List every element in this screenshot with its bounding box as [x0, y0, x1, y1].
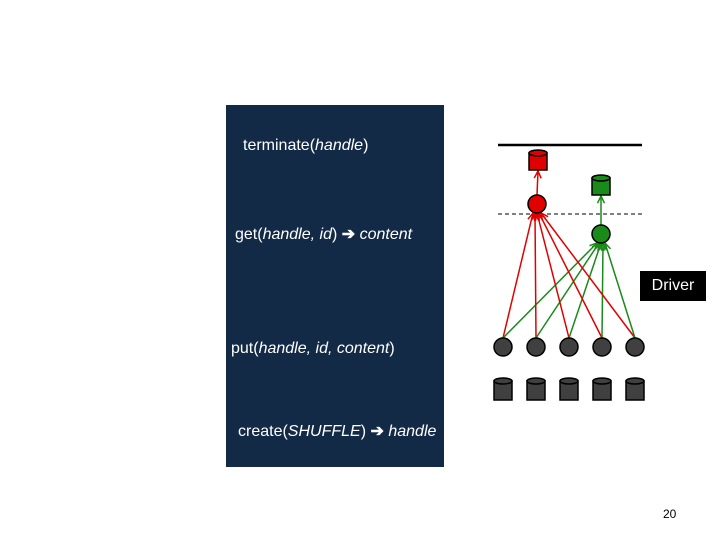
create-close: ): [360, 423, 367, 440]
shuffle-label-line-2: finishes: [640, 220, 688, 236]
page-number: 20: [663, 507, 677, 521]
green-reducer-node: [591, 224, 611, 244]
create-arg: SHUFFLE: [287, 423, 361, 440]
job-label-line-1: Job: [652, 133, 676, 149]
map-input-5: [625, 377, 645, 401]
red-link-5-line: [540, 212, 636, 339]
map-input-3-top: [559, 377, 579, 385]
red-link-2-line: [534, 212, 537, 339]
get-close: ): [331, 226, 338, 243]
red-link-1-line: [502, 212, 534, 339]
green-output-link: [596, 194, 606, 225]
job-finishes-label: Job finishes: [640, 131, 687, 171]
red-output-store: [528, 149, 548, 171]
red-reducer-node: [527, 194, 547, 214]
shuffle-finishes-label: Shuffle finishes: [640, 198, 687, 238]
terminate-call: terminate(handle): [243, 137, 368, 155]
green-link-5-head: [603, 241, 612, 252]
red-output-store-top: [528, 149, 548, 157]
red-output-link-head: [533, 169, 542, 179]
green-link-5-line: [604, 242, 636, 339]
map-node-2: [526, 337, 546, 357]
green-link-2-line: [535, 242, 600, 339]
mapreduce-label: Map.Reduce: [509, 419, 612, 439]
map-node-4: [592, 337, 612, 357]
create-result: handle: [388, 423, 437, 440]
map-node-1: [493, 337, 513, 357]
job-label-line-2: finishes: [640, 153, 688, 169]
terminate-arg: handle: [315, 137, 364, 154]
red-link-5: [539, 211, 636, 339]
map-input-4-top: [592, 377, 612, 385]
red-link-1-head: [527, 211, 536, 221]
create-call: create(SHUFFLE) ➔ handle: [238, 421, 436, 441]
driver-label: Driver: [640, 271, 706, 301]
map-node-3: [559, 337, 579, 357]
put-call: put(handle, id, content): [231, 340, 395, 358]
red-output-link-line: [536, 170, 539, 196]
get-call: get(handle, id) ➔ content: [235, 224, 412, 244]
terminate-close: ): [363, 137, 369, 154]
red-output-link: [533, 169, 542, 196]
green-link-4: [598, 241, 608, 339]
link-group: [502, 169, 636, 339]
red-link-2: [530, 211, 540, 339]
put-close: ): [389, 340, 395, 357]
green-link-5: [603, 241, 636, 339]
put-name: put(: [231, 340, 259, 357]
map-input-5-top: [625, 377, 645, 385]
create-name: create(: [238, 423, 288, 440]
map-input-2-top: [526, 377, 546, 385]
get-arg: handle, id: [262, 226, 332, 243]
map-node-5: [625, 337, 645, 357]
red-link-5-head: [539, 211, 549, 221]
red-link-1: [502, 211, 536, 339]
green-output-store-top: [591, 174, 611, 182]
put-arg: handle, id, content: [258, 340, 390, 357]
map-input-4: [592, 377, 612, 401]
red-link-3-line: [536, 212, 570, 339]
shuffle-label-line-1: Shuffle: [642, 200, 686, 216]
arrow-right-icon: ➔: [341, 226, 356, 243]
arrow-right-icon: ➔: [370, 423, 384, 440]
map-input-3: [559, 377, 579, 401]
green-output-link-head: [596, 194, 606, 204]
map-input-1: [493, 377, 513, 401]
map-input-1-top: [493, 377, 513, 385]
green-output-store: [591, 174, 611, 196]
get-result: content: [359, 226, 413, 243]
green-link-2: [535, 241, 600, 339]
green-link-3-line: [568, 242, 602, 339]
api-panel: [226, 105, 444, 467]
map-input-2: [526, 377, 546, 401]
get-name: get(: [235, 226, 263, 243]
terminate-name: terminate(: [243, 137, 316, 154]
green-link-1-line: [502, 242, 598, 339]
node-group: [493, 149, 645, 401]
green-link-1: [502, 241, 599, 339]
red-link-4-line: [538, 212, 603, 339]
green-link-4-line: [601, 242, 604, 339]
